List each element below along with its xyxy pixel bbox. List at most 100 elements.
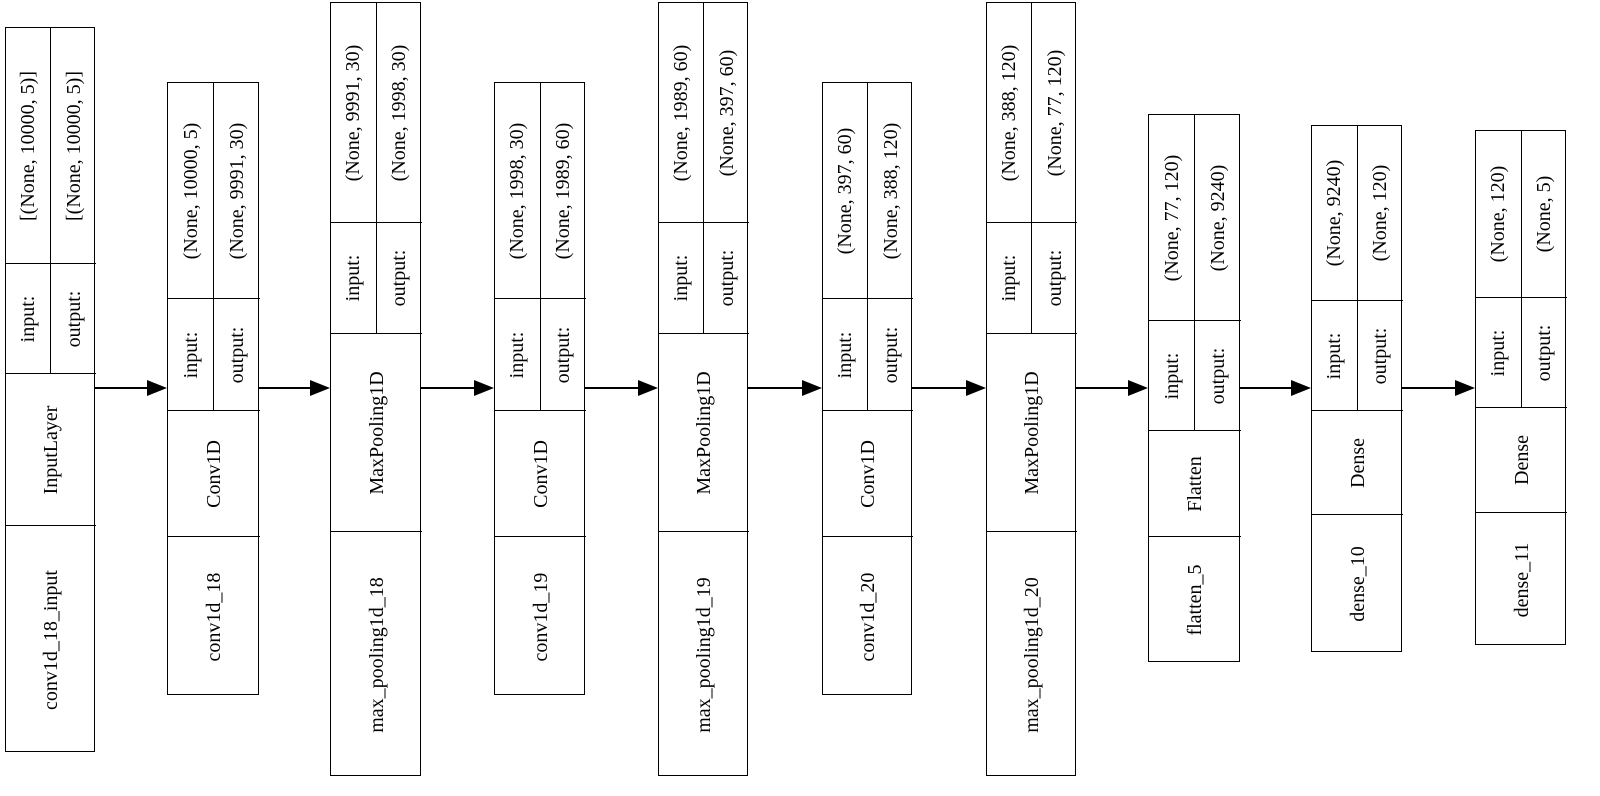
output-shape: (None, 388, 120) — [879, 122, 902, 259]
output-label: output: — [226, 326, 248, 383]
output-label-cell: output: — [704, 223, 749, 334]
arrow-head-icon — [147, 380, 167, 396]
layer-box: (None, 388, 120) (None, 77, 120) input: out… — [986, 2, 1077, 777]
input-shape-cell: (None, 9991, 30) — [331, 3, 377, 223]
input-shape: (None, 10000, 5) — [179, 122, 202, 259]
layer-type: Flatten — [1184, 455, 1206, 512]
input-label: input: — [1487, 329, 1510, 376]
input-shape-cell: (None, 120) — [1476, 131, 1522, 298]
input-shape: (None, 388, 120) — [998, 44, 1020, 181]
input-shape: (None, 1998, 30) — [506, 122, 529, 259]
input-label: input: — [834, 331, 856, 378]
layer-name: max_pooling1d_19 — [693, 576, 715, 733]
layer-name: conv1d_19 — [529, 572, 552, 661]
input-shape-cell: [(None, 10000, 5)] — [6, 28, 51, 264]
connector-line — [421, 387, 476, 389]
input-label-cell: input: — [168, 299, 214, 411]
layer-type-cell: MaxPooling1D — [331, 334, 422, 532]
input-shape-cell: (None, 10000, 5) — [168, 83, 214, 299]
output-shape-cell: (None, 120) — [1357, 126, 1403, 301]
layer-type-cell: Dense — [1476, 408, 1567, 513]
output-shape-cell: (None, 1998, 30) — [376, 3, 422, 223]
layer-type-cell: Conv1D — [495, 411, 586, 537]
arrow-head-icon — [1455, 380, 1475, 396]
input-label-cell: input: — [1476, 298, 1522, 408]
connector-line — [95, 387, 149, 389]
input-label: input: — [670, 254, 692, 302]
layer-box: (None, 9991, 30) (None, 1998, 30) input: ou… — [330, 2, 422, 776]
layer-type: Dense — [1346, 437, 1369, 488]
layer-name-cell: conv1d_18_input — [6, 526, 96, 753]
output-label: output: — [1043, 249, 1066, 307]
output-label: output: — [1369, 327, 1392, 384]
arrow-head-icon — [1291, 380, 1311, 396]
layer-type: MaxPooling1D — [693, 370, 715, 495]
output-label-cell: output: — [51, 264, 96, 374]
layer-type: InputLayer — [40, 405, 62, 494]
output-shape: (None, 77, 120) — [1043, 49, 1066, 176]
output-shape-cell: (None, 9991, 30) — [214, 83, 260, 299]
output-shape-cell: (None, 5) — [1521, 131, 1567, 298]
input-shape-cell: (None, 388, 120) — [987, 3, 1032, 223]
layer-type: MaxPooling1D — [365, 370, 388, 495]
layer-type-cell: MaxPooling1D — [987, 334, 1077, 532]
output-label-cell: output: — [214, 299, 260, 411]
layer-name-cell: conv1d_20 — [823, 537, 913, 696]
connector-line — [748, 387, 804, 389]
arrow-head-icon — [1128, 380, 1148, 396]
layer-type-cell: Conv1D — [168, 411, 260, 537]
output-shape: (None, 9991, 30) — [226, 122, 248, 259]
layer-name: max_pooling1d_18 — [365, 576, 388, 733]
connector-line — [912, 387, 968, 389]
input-label: input: — [17, 295, 39, 342]
layer-name: dense_11 — [1510, 542, 1533, 617]
layer-type: Conv1D — [203, 439, 225, 508]
input-shape-cell: (None, 9240) — [1312, 126, 1358, 301]
layer-name-cell: max_pooling1d_20 — [987, 532, 1077, 777]
input-label-cell: input: — [331, 223, 377, 334]
output-label-cell: output: — [1357, 301, 1403, 411]
layer-name: conv1d_18 — [203, 572, 225, 661]
input-label-cell: input: — [659, 223, 704, 334]
layer-type-cell: Conv1D — [823, 411, 913, 537]
output-label: output: — [552, 326, 575, 383]
arrow-head-icon — [802, 380, 822, 396]
input-shape-cell: (None, 77, 120) — [1149, 115, 1195, 321]
layer-type-cell: Dense — [1312, 411, 1403, 515]
layer-box: (None, 10000, 5) (None, 9991, 30) input: ou… — [167, 82, 260, 695]
input-shape: (None, 397, 60) — [834, 127, 856, 254]
input-shape: (None, 120) — [1487, 165, 1510, 263]
layer-box: (None, 9240)(None, 120)input:output:Dens… — [1311, 125, 1403, 652]
layer-name: flatten_5 — [1184, 564, 1206, 636]
layer-type: Conv1D — [857, 439, 879, 508]
output-shape: (None, 120) — [1369, 164, 1392, 262]
connector-line — [1240, 387, 1293, 389]
layer-box: [(None, 10000, 5)][(None, 10000, 5)]inpu… — [5, 27, 96, 753]
input-shape: (None, 9240) — [1323, 159, 1346, 267]
layer-type-cell: Flatten — [1149, 431, 1241, 537]
arrow-head-icon — [966, 380, 986, 396]
layer-box: (None, 77, 120)(None, 9240)input:output:… — [1148, 114, 1241, 662]
input-label: input: — [998, 254, 1020, 302]
layer-box: (None, 1989, 60)(None, 397, 60)input:out… — [658, 2, 749, 776]
output-shape: (None, 1998, 30) — [388, 44, 411, 181]
arrow-head-icon — [310, 380, 330, 396]
output-label-cell: output: — [1521, 298, 1567, 408]
output-shape-cell: (None, 1989, 60) — [540, 83, 586, 299]
layer-name: dense_10 — [1346, 546, 1369, 622]
output-shape: (None, 1989, 60) — [552, 122, 575, 259]
output-label: output: — [1533, 324, 1556, 381]
layer-name-cell: dense_11 — [1476, 513, 1567, 646]
input-shape-cell: (None, 397, 60) — [823, 83, 868, 299]
layer-name-cell: conv1d_19 — [495, 537, 586, 696]
input-label: input: — [342, 254, 365, 302]
output-label: output: — [879, 326, 902, 383]
output-shape: (None, 5) — [1533, 175, 1556, 253]
output-label: output: — [715, 249, 738, 307]
input-shape-cell: (None, 1998, 30) — [495, 83, 541, 299]
output-label-cell: output: — [376, 223, 422, 334]
layer-type-cell: MaxPooling1D — [659, 334, 749, 532]
connector-line — [585, 387, 640, 389]
input-shape: (None, 77, 120) — [1160, 154, 1183, 281]
